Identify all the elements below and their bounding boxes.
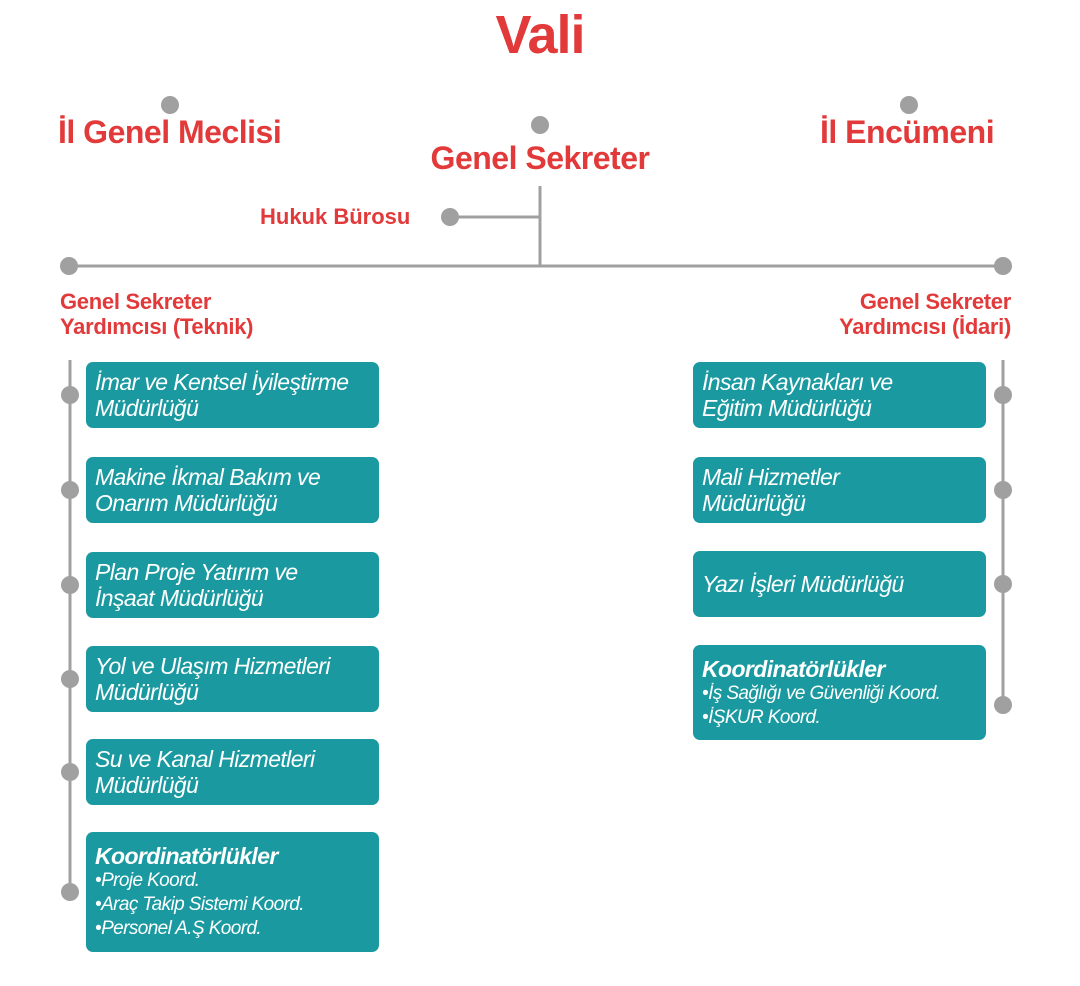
left-header-line2: Yardımcısı (Teknik) [60,314,254,339]
unit-name-line1: İnsan Kaynakları ve [702,369,893,395]
coordination-list: Proje Koord. Araç Takip Sistemi Koord. P… [95,869,370,941]
right-dot [994,386,1012,404]
left-dot [61,481,79,499]
unit-box: İnsan Kaynakları ve Eğitim Müdürlüğü [693,362,986,428]
unit-name-line1: Yol ve Ulaşım Hizmetleri [95,653,330,679]
unit-box: İmar ve Kentsel İyileştirme Müdürlüğü [86,362,379,428]
unit-name-line2: Müdürlüğü [95,679,199,705]
coordination-list: İş Sağlığı ve Güvenliği Koord. İŞKUR Koo… [702,682,977,730]
il-encumeni-title: İl Encümeni [820,114,995,150]
unit-name-line1: Yazı İşleri Müdürlüğü [702,571,904,597]
right-header: Genel Sekreter Yardımcısı (İdari) [839,289,1011,339]
coordination-title: Koordinatörlükler [95,843,278,869]
vali-title: Vali [495,5,585,65]
unit-name-line1: Plan Proje Yatırım ve [95,559,298,585]
coordination-item: Proje Koord. [95,869,370,893]
coordination-item: İŞKUR Koord. [702,706,977,730]
coordination-box: Koordinatörlükler İş Sağlığı ve Güvenliğ… [693,645,986,740]
unit-name-line2: Müdürlüğü [95,395,199,421]
unit-name-line1: Su ve Kanal Hizmetleri [95,746,315,772]
unit-box: Yazı İşleri Müdürlüğü [693,551,986,617]
left-dot [61,576,79,594]
unit-name-line2: Eğitim Müdürlüğü [702,395,872,421]
right-dot [994,575,1012,593]
il-genel-meclisi-title: İl Genel Meclisi [58,114,282,150]
right-dot [994,696,1012,714]
unit-name-line1: Mali Hizmetler [702,464,840,490]
unit-name-line1: Makine İkmal Bakım ve [95,464,321,490]
left-header-line1: Genel Sekreter [60,289,212,314]
coordination-item: Araç Takip Sistemi Koord. [95,893,370,917]
vali-dot-center [531,116,549,134]
left-dot [61,386,79,404]
unit-name-line2: Müdürlüğü [702,490,806,516]
hukuk-dot [441,208,459,226]
vali-dot-left [161,96,179,114]
right-dot [994,481,1012,499]
unit-box: Su ve Kanal Hizmetleri Müdürlüğü [86,739,379,805]
unit-name-line2: Müdürlüğü [95,772,199,798]
unit-box: Mali Hizmetler Müdürlüğü [693,457,986,523]
left-header: Genel Sekreter Yardımcısı (Teknik) [60,289,254,339]
left-dot [61,883,79,901]
left-end-dot [60,257,78,275]
vali-dot-right [900,96,918,114]
hukuk-burosu-label: Hukuk Bürosu [260,204,411,229]
right-header-line1: Genel Sekreter [859,289,1011,314]
right-end-dot [994,257,1012,275]
coordination-box: Koordinatörlükler Proje Koord. Araç Taki… [86,832,379,952]
unit-name-line2: İnşaat Müdürlüğü [95,585,264,611]
coordination-item: Personel A.Ş Koord. [95,917,370,941]
unit-box: Plan Proje Yatırım ve İnşaat Müdürlüğü [86,552,379,618]
genel-sekreter-title: Genel Sekreter [430,140,650,176]
unit-box: Makine İkmal Bakım ve Onarım Müdürlüğü [86,457,379,523]
unit-name-line2: Onarım Müdürlüğü [95,490,278,516]
coordination-item: İş Sağlığı ve Güvenliği Koord. [702,682,977,706]
unit-box: Yol ve Ulaşım Hizmetleri Müdürlüğü [86,646,379,712]
coordination-title: Koordinatörlükler [702,655,885,682]
unit-name-line1: İmar ve Kentsel İyileştirme [95,369,349,395]
left-dot [61,763,79,781]
left-dot [61,670,79,688]
right-header-line2: Yardımcısı (İdari) [839,314,1011,339]
